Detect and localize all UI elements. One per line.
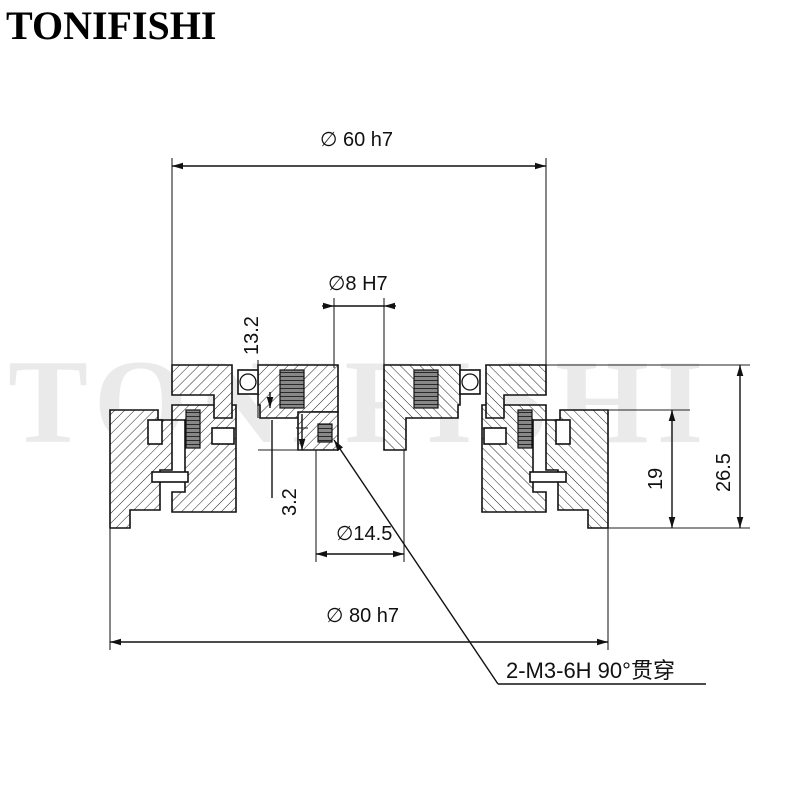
dim-height-26: 26.5 bbox=[546, 364, 750, 529]
dim-bore: ∅8 H7 bbox=[322, 273, 396, 368]
dim-outer-bottom-label: ∅ 80 h7 bbox=[326, 605, 399, 627]
right-bearing-ball bbox=[461, 373, 479, 391]
dim-bore-label: ∅8 H7 bbox=[328, 273, 388, 295]
dim-outer-top: ∅ 60 h7 bbox=[171, 129, 547, 368]
dim-height-19-label: 19 bbox=[645, 468, 667, 490]
dim-height-19: 19 bbox=[600, 409, 690, 529]
right-screw-mid bbox=[517, 409, 533, 449]
dim-depth-top: 13.2 bbox=[241, 316, 274, 418]
dim-outer-top-label: ∅ 60 h7 bbox=[320, 129, 393, 151]
dim-depth-bottom-label: 3.2 bbox=[279, 488, 301, 516]
callout: 2-M3-6H 90°贯穿 bbox=[333, 439, 706, 685]
dim-height-26-label: 26.5 bbox=[713, 453, 735, 492]
left-flange bbox=[109, 364, 339, 529]
left-top-plate bbox=[171, 364, 233, 419]
right-screw-top bbox=[413, 369, 439, 409]
dim-depth-top-label: 13.2 bbox=[241, 316, 263, 355]
right-flange bbox=[383, 364, 609, 529]
callout-label: 2-M3-6H 90°贯穿 bbox=[506, 658, 675, 683]
left-set-screw bbox=[317, 423, 333, 443]
brand-title: TONIFISHI bbox=[6, 3, 217, 48]
dim-depth-bottom: 3.2 bbox=[258, 414, 320, 516]
left-screw-mid bbox=[185, 409, 201, 449]
dim-pilot-label: ∅14.5 bbox=[336, 523, 392, 545]
left-pin bbox=[151, 471, 189, 483]
left-screw-top bbox=[279, 369, 305, 409]
right-top-plate bbox=[485, 364, 547, 419]
dim-outer-bottom: ∅ 80 h7 bbox=[109, 528, 609, 650]
left-key bbox=[147, 419, 163, 445]
